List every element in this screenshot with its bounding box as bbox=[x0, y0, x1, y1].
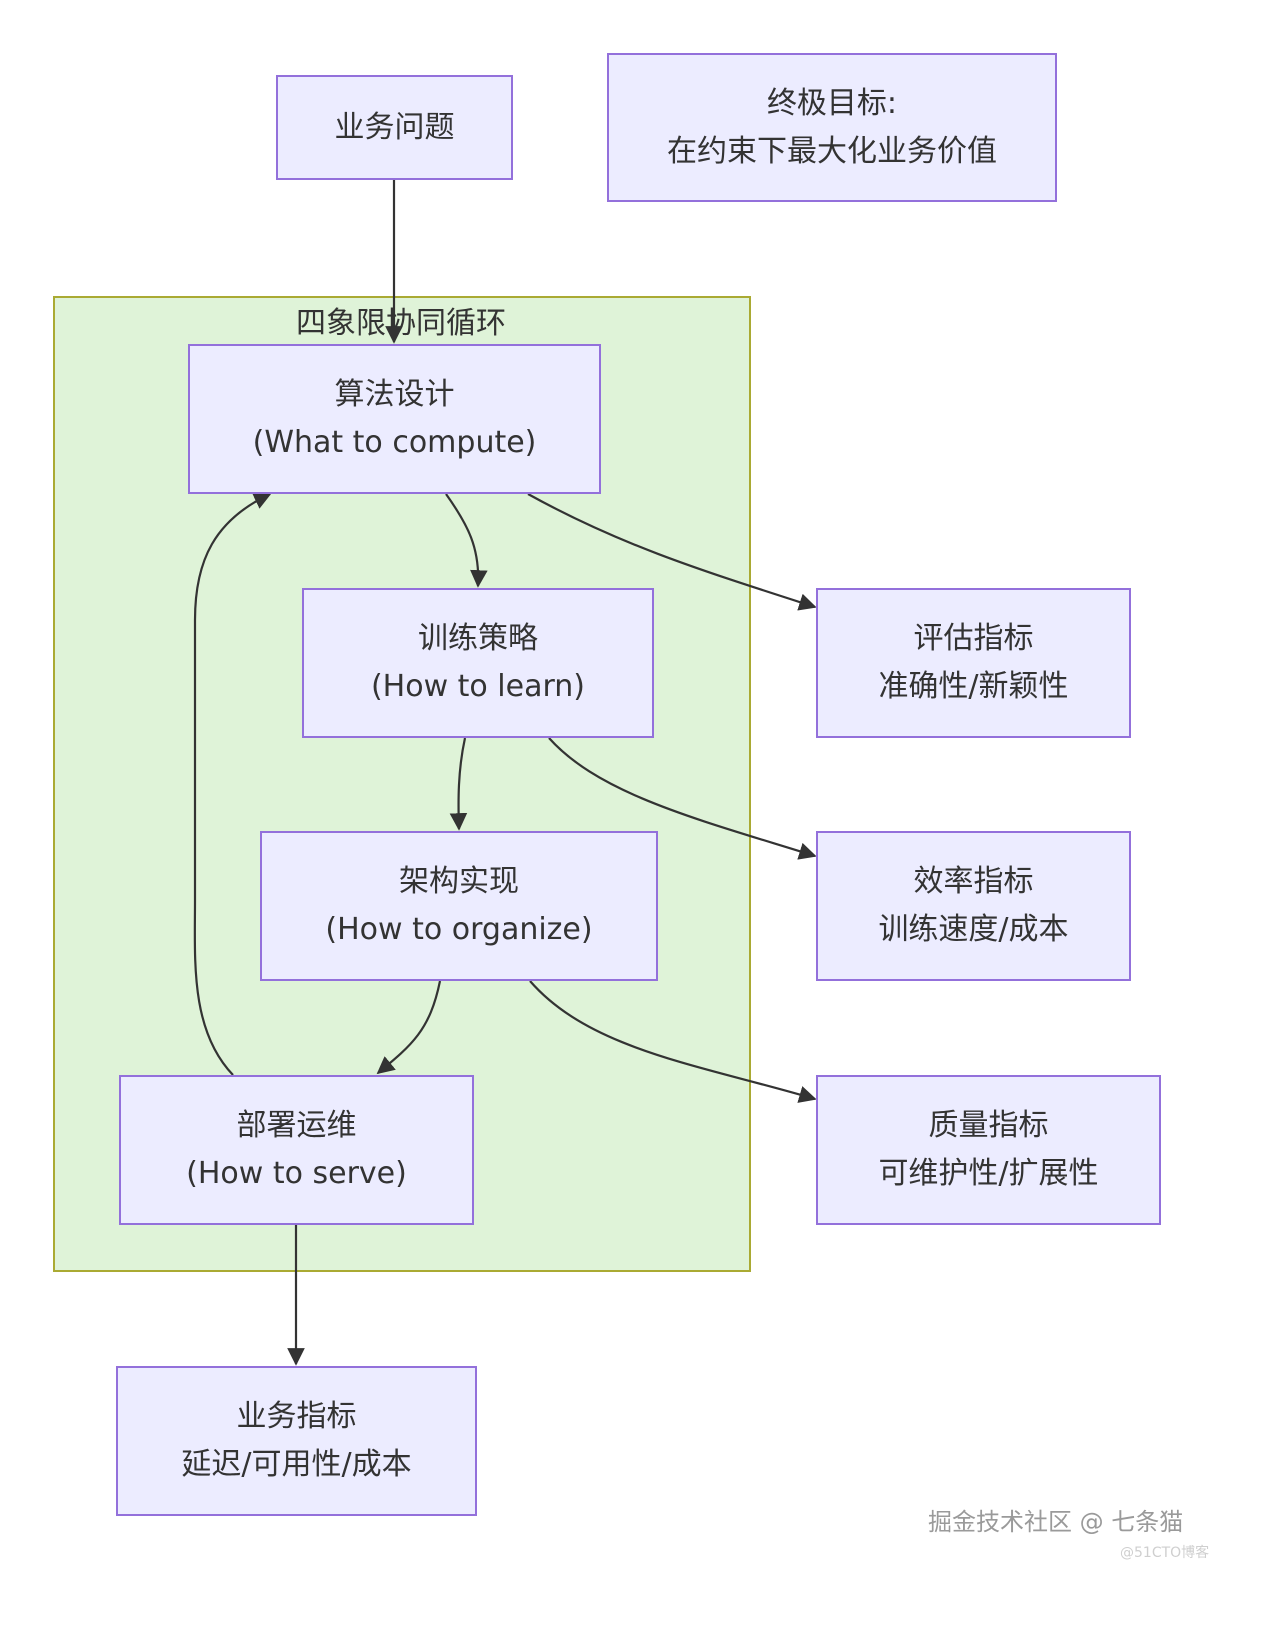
node-quality-metric-line1: 质量指标 bbox=[928, 1108, 1049, 1143]
edge-arch-impl-to-quality-metric bbox=[529, 980, 817, 1103]
node-ultimate-goal-line2: 在约束下最大化业务价值 bbox=[667, 133, 997, 169]
edge-train-strategy-to-efficiency-metric bbox=[548, 737, 817, 860]
edge-algo-design-to-eval-metric bbox=[527, 493, 817, 611]
node-quality-metric: 质量指标 可维护性/扩展性 bbox=[816, 1075, 1161, 1225]
node-algo-design-line1: 算法设计 bbox=[334, 377, 455, 412]
watermark-main: 掘金技术社区 @ 七条猫 bbox=[928, 1508, 1184, 1536]
node-train-strategy-line1: 训练策略 bbox=[418, 621, 538, 656]
node-business-metric-line1: 业务指标 bbox=[236, 1399, 357, 1434]
node-eval-metric-line1: 评估指标 bbox=[913, 621, 1034, 656]
node-train-strategy: 训练策略 (How to learn) bbox=[302, 588, 654, 738]
node-deploy-ops-line1: 部署运维 bbox=[236, 1108, 357, 1143]
node-efficiency-metric: 效率指标 训练速度/成本 bbox=[816, 831, 1131, 981]
node-quality-metric-line2: 可维护性/扩展性 bbox=[878, 1156, 1099, 1191]
node-ultimate-goal: 终极目标: 在约束下最大化业务价值 bbox=[607, 53, 1057, 202]
edge-arch-impl-to-deploy-ops bbox=[376, 980, 442, 1075]
node-eval-metric: 评估指标 准确性/新颖性 bbox=[816, 588, 1131, 738]
edge-train-strategy-to-arch-impl bbox=[449, 737, 468, 831]
node-arch-impl-line2: (How to organize) bbox=[325, 912, 593, 947]
node-algo-design: 算法设计 (What to compute) bbox=[188, 344, 601, 494]
watermark-sub: @51CTO博客 bbox=[1120, 1545, 1210, 1561]
node-ultimate-goal-line1: 终极目标: bbox=[766, 85, 898, 121]
node-train-strategy-line2: (How to learn) bbox=[370, 669, 586, 704]
node-efficiency-metric-line1: 效率指标 bbox=[913, 864, 1034, 899]
node-deploy-ops: 部署运维 (How to serve) bbox=[119, 1075, 474, 1225]
node-business-problem: 业务问题 bbox=[276, 75, 513, 180]
node-eval-metric-line2: 准确性/新颖性 bbox=[878, 669, 1069, 704]
node-business-metric-line2: 延迟/可用性/成本 bbox=[181, 1447, 412, 1482]
node-efficiency-metric-line2: 训练速度/成本 bbox=[878, 912, 1069, 947]
node-business-problem-line1: 业务问题 bbox=[334, 109, 455, 145]
node-arch-impl: 架构实现 (How to organize) bbox=[260, 831, 658, 981]
node-business-metric: 业务指标 延迟/可用性/成本 bbox=[116, 1366, 477, 1516]
node-deploy-ops-line2: (How to serve) bbox=[186, 1156, 407, 1191]
node-algo-design-line2: (What to compute) bbox=[252, 425, 537, 460]
edge-algo-design-to-train-strategy bbox=[445, 493, 488, 588]
node-arch-impl-line1: 架构实现 bbox=[399, 864, 519, 899]
edge-deploy-ops-to-algo-design bbox=[193, 492, 272, 1076]
